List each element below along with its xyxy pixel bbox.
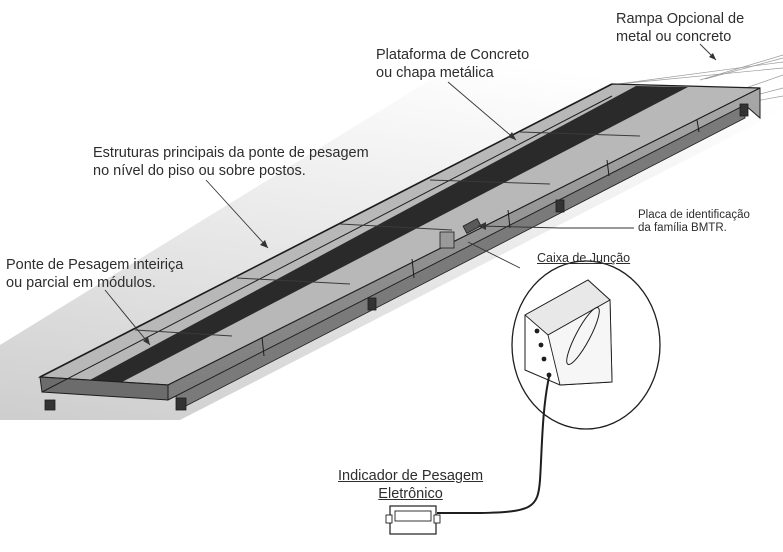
label-identification-plate-line1: Placa de identificação [638,209,750,221]
label-weighing-indicator: Indicador de Pesagem Eletrônico [338,467,483,503]
label-identification-plate-line2: da família BMTR. [638,222,727,234]
label-junction-box: Caixa de Junção [537,251,631,265]
label-concrete-platform-line2: ou chapa metálica [376,65,494,81]
end-panel [39,376,169,401]
leader-lines [104,43,717,346]
label-main-structures-line2: no nível do piso ou sobre postos. [93,163,306,179]
junction-box-detail [511,260,661,430]
label-weighbridge: Ponte de Pesagem inteiriça ou parcial em… [6,256,183,292]
weighing-indicator [385,505,441,535]
deck-track [88,86,688,383]
label-main-structures-line1: Estruturas principais da ponte de pesage… [93,145,369,161]
label-optional-ramp-line2: metal ou concreto [616,29,732,45]
junction-box-mount [439,231,455,249]
label-identification-plate: Placa de identificação da família BMTR. [638,209,750,235]
label-concrete-platform-line1: Plataforma de Concreto [376,47,530,63]
label-main-structures: Estruturas principais da ponte de pesage… [93,144,369,180]
label-weighbridge-line2: ou parcial em módulos. [6,275,156,291]
label-concrete-platform: Plataforma de Concreto ou chapa metálica [376,46,529,82]
weighbridge-platform [37,83,761,411]
label-optional-ramp-line1: Rampa Opcional de [616,11,745,27]
label-optional-ramp: Rampa Opcional de metal ou concreto [616,10,744,46]
label-weighbridge-line1: Ponte de Pesagem inteiriça [6,257,184,273]
label-weighing-indicator-line1: Indicador de Pesagem [338,468,484,484]
label-weighing-indicator-line2: Eletrônico [378,486,443,502]
indicator-cable [437,376,550,514]
identification-plate [462,218,482,234]
